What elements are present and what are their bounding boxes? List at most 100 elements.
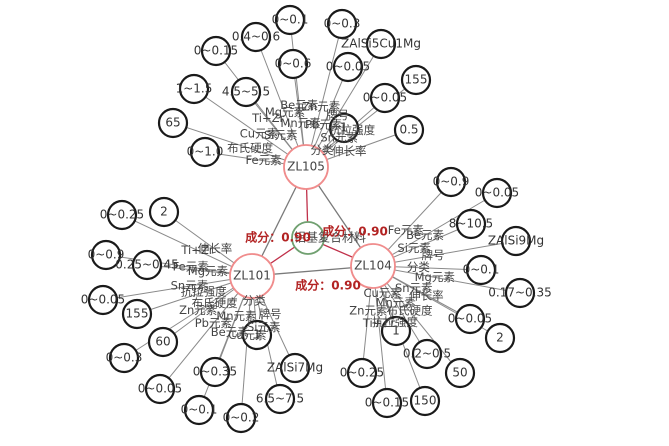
leaf-node-label: 0.4~0.6 [232,30,280,44]
leaf-node-label: 0~0.9 [433,175,470,189]
hub-node-zl104[interactable] [350,243,396,289]
edge-relation-label: Zn元素 [302,99,340,113]
hub-node-zl101[interactable] [229,253,275,299]
leaf-link [372,265,521,294]
leaf-node-label: 0~0.2 [223,411,260,425]
leaf-node[interactable] [346,357,378,389]
leaf-node[interactable] [148,196,180,228]
leaf-node-label: 2 [160,205,168,219]
leaf-node[interactable] [371,387,403,419]
edge-relation-label: 牌号 [422,248,445,262]
edge-relation-label: Mg元素 [415,270,455,284]
edge-relation-label: Zn元素 [179,303,217,317]
leaf-link [102,275,253,301]
edge-relation-label: Be元素 [211,325,249,339]
edge-relation-label: 分类 [243,293,266,307]
leaf-node[interactable] [481,177,513,209]
leaf-node-label: 1 [392,324,400,338]
leaf-node[interactable] [465,254,497,286]
leaf-node[interactable] [411,338,443,370]
leaf-node[interactable] [230,76,262,108]
leaf-node[interactable] [454,303,486,335]
leaf-node[interactable] [144,373,176,405]
leaf-node[interactable] [274,4,306,36]
leaf-node-label: 0~0.1 [181,403,218,417]
leaf-node[interactable] [200,35,232,67]
leaf-node[interactable] [277,48,309,80]
leaf-node[interactable] [409,385,441,417]
leaf-node-label: 0.2~0.5 [403,347,451,361]
nodes-layer [87,4,536,434]
edge-relation-label: Zn元素 [349,303,387,317]
edge-relation-label: Fe元素 [246,153,282,167]
leaf-node-label: 1 [253,328,261,342]
leaf-node-label: ZAlSi7Mg [267,361,323,375]
hub-node-zl105[interactable] [283,144,329,190]
leaf-node[interactable] [240,21,272,53]
edge-relation-label: Mn元素 [280,116,320,130]
leaf-node-label: 0~0.35 [193,365,237,379]
edge-relation-label: 伸长率 [198,242,233,256]
edge-relation-label: 抗拉强度 [181,284,227,298]
leaf-link [105,254,253,277]
leaf-node[interactable] [157,107,189,139]
leaf-node[interactable] [435,166,467,198]
edge-relation-label: Sn元素 [320,131,358,145]
edge-relation-label: Si元素 [247,320,281,334]
leaf-node-label: 0~0.1 [463,263,500,277]
leaf-node[interactable] [500,225,532,257]
leaf-node[interactable] [241,319,273,351]
leaf-node[interactable] [131,249,163,281]
leaf-node[interactable] [90,239,122,271]
leaf-node[interactable] [225,402,257,434]
leaf-node-label: 155 [126,307,149,321]
edge-relation-label: Si元素 [397,241,431,255]
leaf-node[interactable] [178,73,210,105]
leaf-node-label: ZAlSi5Cu1Mg [341,37,421,51]
leaf-node[interactable] [504,277,536,309]
leaf-node[interactable] [400,64,432,96]
leaf-node[interactable] [332,51,364,83]
leaf-node[interactable] [279,352,311,384]
leaf-node-label: 155 [405,73,428,87]
leaf-node[interactable] [393,114,425,146]
leaf-node[interactable] [444,357,476,389]
leaf-node[interactable] [380,315,412,347]
leaf-node-label: 0~0.25 [340,366,384,380]
leaf-node[interactable] [369,82,401,114]
leaf-node-label: 0~0.05 [138,382,182,396]
leaf-node[interactable] [121,298,153,330]
edge-relation-label: Sn元素 [171,279,209,293]
leaf-node-label: 0~0.05 [448,312,492,326]
leaf-link [305,43,382,168]
leaf-link [240,275,253,419]
leaf-node-label: 150 [414,394,437,408]
leaf-node[interactable] [199,356,231,388]
edge-relation-label: Pb元素 [305,118,342,132]
leaf-node-label: 0~0.05 [326,60,370,74]
edge-relation-label: 伸长率 [332,144,367,158]
leaf-node[interactable] [106,199,138,231]
edge-relation-label: 分类 [407,260,430,274]
leaf-link [372,265,461,374]
leaf-node-label: 0.25~0.45 [115,258,179,272]
leaf-node[interactable] [484,322,516,354]
edge-relation-label: Mg元素 [265,105,305,119]
leaf-node[interactable] [328,112,360,144]
leaf-link [198,275,253,411]
leaf-node[interactable] [455,208,487,240]
edge-relation-label: Mn元素 [376,295,416,309]
leaf-node[interactable] [326,8,358,40]
leaf-node[interactable] [87,284,119,316]
edge-relation-label: 分类 [310,143,333,157]
leaf-node[interactable] [189,136,221,168]
leaf-node[interactable] [147,326,179,358]
center-node[interactable] [291,221,325,255]
leaf-node[interactable] [365,28,397,60]
edge-relation-label: Cu元素 [228,328,266,342]
leaf-node-label: 0~0.05 [81,293,125,307]
leaf-node[interactable] [264,383,296,415]
leaf-node-label: 0~1.0 [187,145,224,159]
leaf-node[interactable] [183,394,215,426]
leaf-node[interactable] [108,342,140,374]
